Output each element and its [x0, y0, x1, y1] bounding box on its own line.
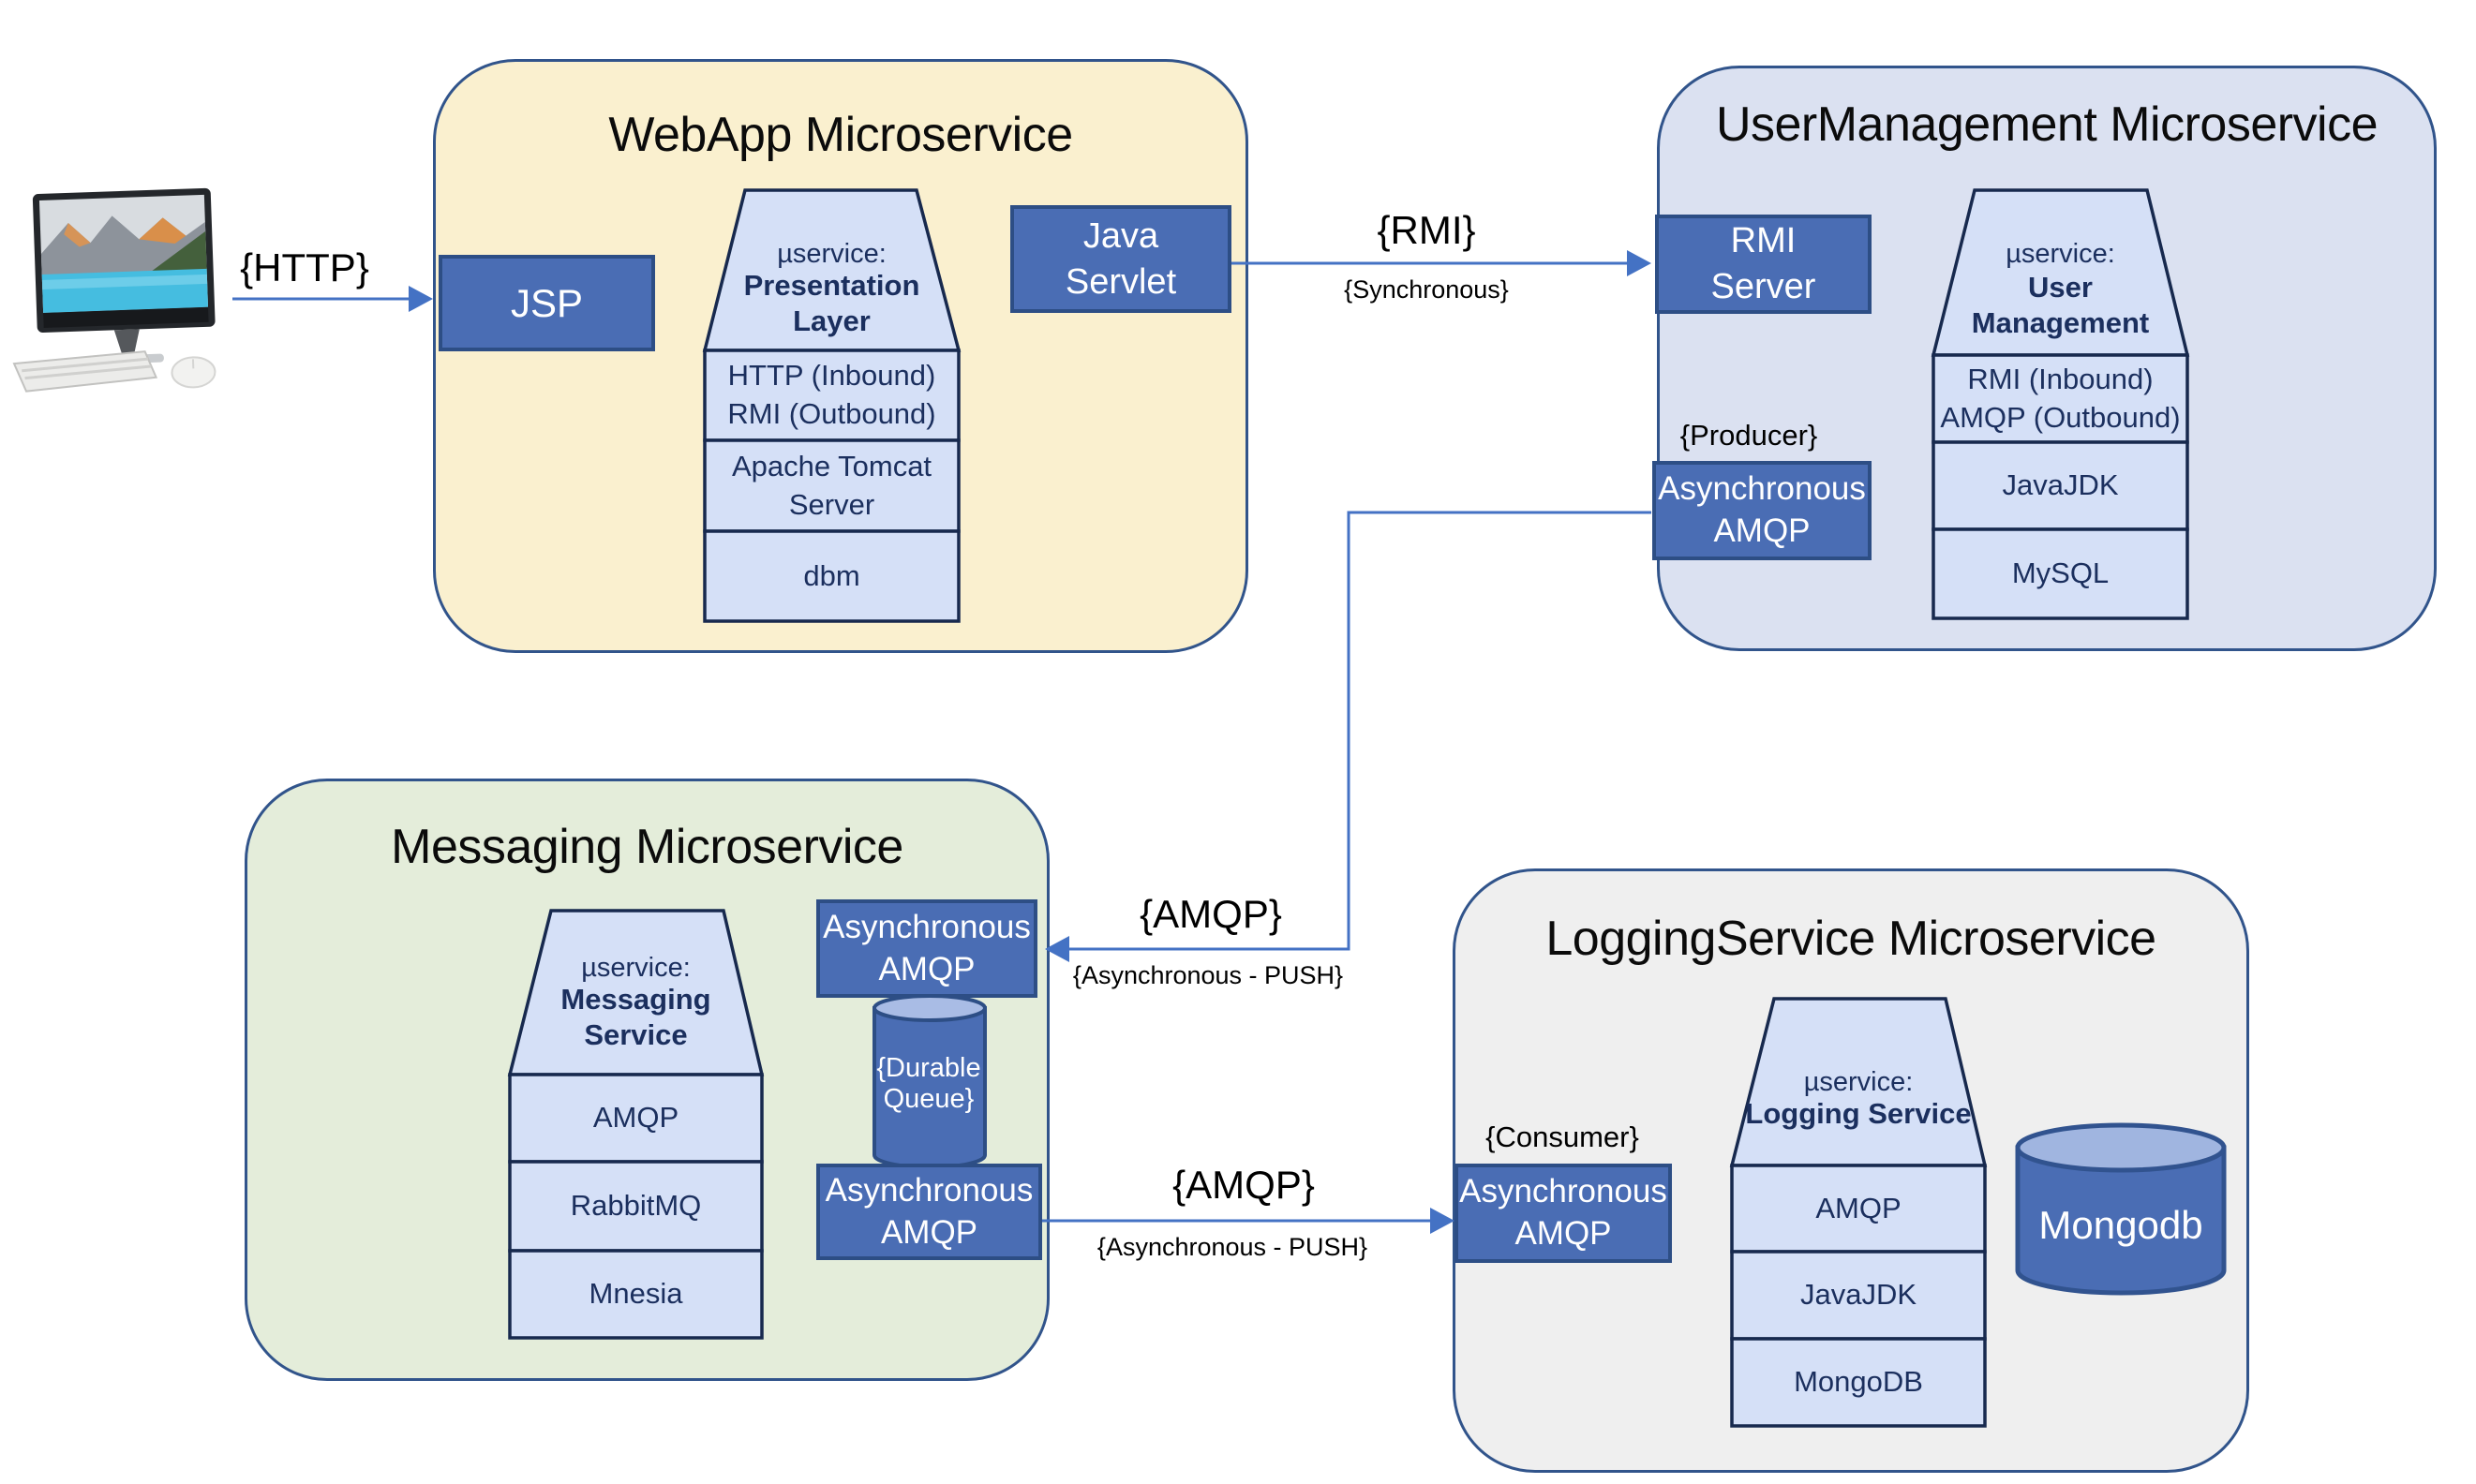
messaging-async-amqp-in-box: Asynchronous AMQP [816, 899, 1037, 998]
webapp-stack-layer3-label: dbm [803, 558, 860, 592]
lake-reflection [41, 274, 208, 289]
usermanagement-stack-layer1-label: RMI (Inbound) AMQP (Outbound) [1940, 362, 2181, 434]
messaging-stack-kind: µservice: [581, 953, 691, 983]
messaging-title: Messaging Microservice [391, 820, 903, 874]
mountain-sunlight [64, 222, 91, 247]
messaging-stack-layer3-label: Mnesia [589, 1277, 683, 1311]
webapp-stack-layer2-label: Apache Tomcat Server [731, 449, 932, 521]
amqp-out-sublabel: {Asynchronous - PUSH} [1096, 1233, 1368, 1261]
http-arrowhead [409, 286, 433, 312]
logging-async-amqp-box: Asynchronous AMQP [1454, 1164, 1672, 1263]
keyboard [12, 350, 158, 393]
usermanagement-stack-layer3-label: MySQL [2011, 556, 2110, 590]
monitor-screen-lake [41, 268, 209, 313]
keyboard-keys-row [22, 357, 149, 373]
rmi-arrowhead [1627, 250, 1651, 276]
logging-stack-layer3-label: MongoDB [1794, 1365, 1923, 1399]
usermanagement-title: UserManagement Microservice [1715, 97, 2379, 152]
usermanagement-async-amqp-box: Asynchronous AMQP [1652, 461, 1872, 560]
producer-label: {Producer} [1679, 419, 1818, 452]
logging-stack-kind: µservice: [1803, 1067, 1914, 1097]
jsp-box: JSP [439, 255, 655, 351]
logging-stack-layer2-label: JavaJDK [1799, 1278, 1917, 1312]
webapp-stack-kind: µservice: [777, 239, 887, 269]
messaging-stack-layer2-label: RabbitMQ [570, 1189, 702, 1223]
amqp-in-label: {AMQP} [1140, 892, 1282, 936]
logging-stack-layer1-label: AMQP [1815, 1191, 1902, 1224]
rmi-label: {RMI} [1377, 208, 1476, 252]
mongodb-label: Mongodb [2038, 1203, 2203, 1247]
rmi-server-box: RMI Server [1655, 215, 1872, 314]
monitor-base [94, 353, 164, 364]
java-servlet-box: Java Servlet [1010, 205, 1231, 313]
monitor-stand [113, 329, 140, 357]
keyboard-keys-row [24, 364, 152, 380]
monitor-screen-forest [149, 230, 207, 273]
mouse [171, 356, 216, 389]
usermanagement-stack-kind: µservice: [2006, 239, 2115, 269]
webapp-title: WebApp Microservice [608, 108, 1073, 162]
usermanagement-stack-name: User Management [1971, 271, 2150, 339]
mountain-sunlight-2 [139, 217, 186, 244]
amqp-in-sublabel: {Asynchronous - PUSH} [1072, 961, 1344, 989]
amqp-out-label: {AMQP} [1172, 1163, 1315, 1207]
monitor-screen-sky [38, 194, 209, 313]
webapp-stack-layer1-label: HTTP (Inbound) RMI (Outbound) [727, 359, 936, 430]
messaging-stack-layer1-label: AMQP [592, 1101, 679, 1135]
logging-stack-name: Logging Service [1745, 1097, 1972, 1130]
monitor-bezel [32, 187, 216, 333]
messaging-async-amqp-out-box: Asynchronous AMQP [816, 1164, 1042, 1260]
monitor-screen-mountains [40, 215, 207, 276]
synchronous-label: {Synchronous} [1344, 275, 1509, 304]
messaging-stack-name: Messaging Service [560, 983, 711, 1051]
http-label: {HTTP} [240, 245, 369, 289]
consumer-label: {Consumer} [1485, 1120, 1639, 1153]
amqp-bottom-arrowhead [1430, 1208, 1454, 1234]
logging-title: LoggingService Microservice [1545, 912, 2156, 966]
webapp-stack-name: Presentation Layer [743, 269, 920, 337]
monitor-bottom-bar [43, 306, 209, 328]
durable-queue-label: {Durable Queue} [876, 1053, 981, 1114]
computer-icon [12, 187, 216, 393]
usermanagement-stack-layer2-label: JavaJDK [2002, 468, 2119, 502]
